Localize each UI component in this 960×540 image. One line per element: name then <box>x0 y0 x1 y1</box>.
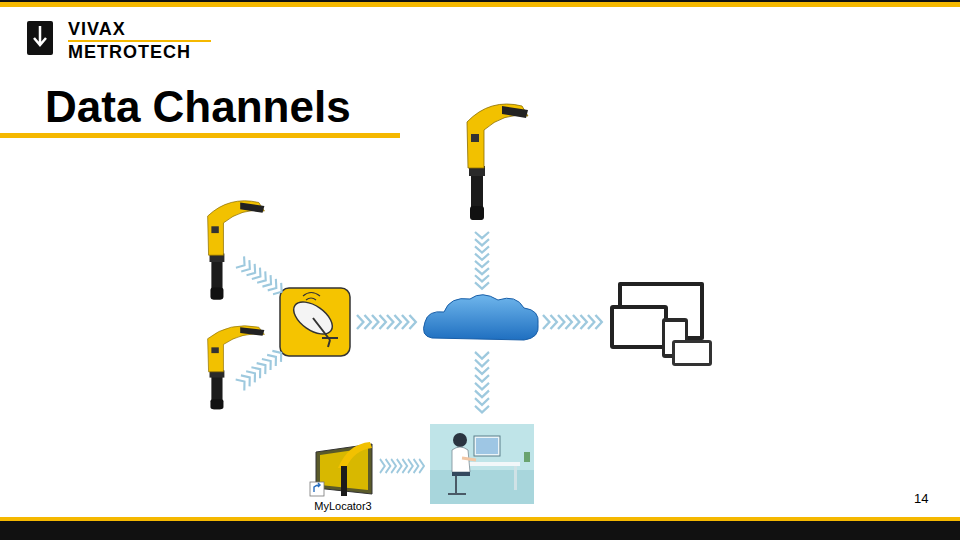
logo-word: VIVAX <box>68 20 126 40</box>
page-number: 14 <box>914 492 928 506</box>
slide-title: Data Channels <box>45 82 351 132</box>
app-icon <box>303 438 383 500</box>
logo-word: METROTECH <box>68 43 191 63</box>
app-icon-node: MyLocator3 <box>303 438 383 512</box>
icon-caption: MyLocator3 <box>303 500 383 512</box>
